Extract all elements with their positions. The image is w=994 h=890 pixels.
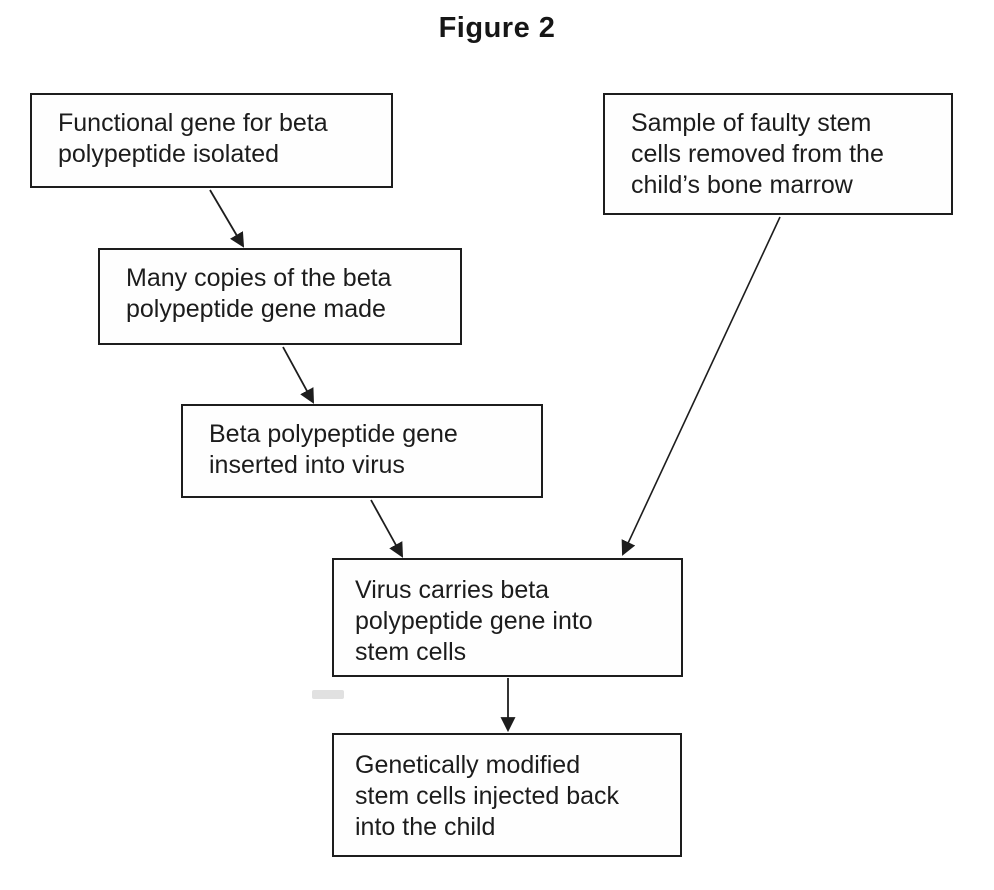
flowchart-node-injected-back: Genetically modified stem cells injected… bbox=[332, 733, 682, 857]
scan-artifact-mark bbox=[312, 690, 344, 699]
arrow-gene-inserted-to-virus-carries bbox=[370, 499, 404, 558]
flowchart-node-virus-carries: Virus carries beta polypeptide gene into… bbox=[332, 558, 683, 677]
arrow-functional-gene-to-many-copies bbox=[209, 189, 245, 248]
arrow-faulty-sample-to-virus-carries bbox=[621, 216, 781, 556]
flowchart-node-faulty-sample: Sample of faulty stem cells removed from… bbox=[603, 93, 953, 215]
flowchart-node-many-copies: Many copies of the beta polypeptide gene… bbox=[98, 248, 462, 345]
flowchart-node-gene-inserted: Beta polypeptide gene inserted into viru… bbox=[181, 404, 543, 498]
flowchart-node-functional-gene: Functional gene for beta polypeptide iso… bbox=[30, 93, 393, 188]
arrow-many-copies-to-gene-inserted bbox=[282, 346, 315, 404]
figure-title: Figure 2 bbox=[438, 12, 556, 44]
